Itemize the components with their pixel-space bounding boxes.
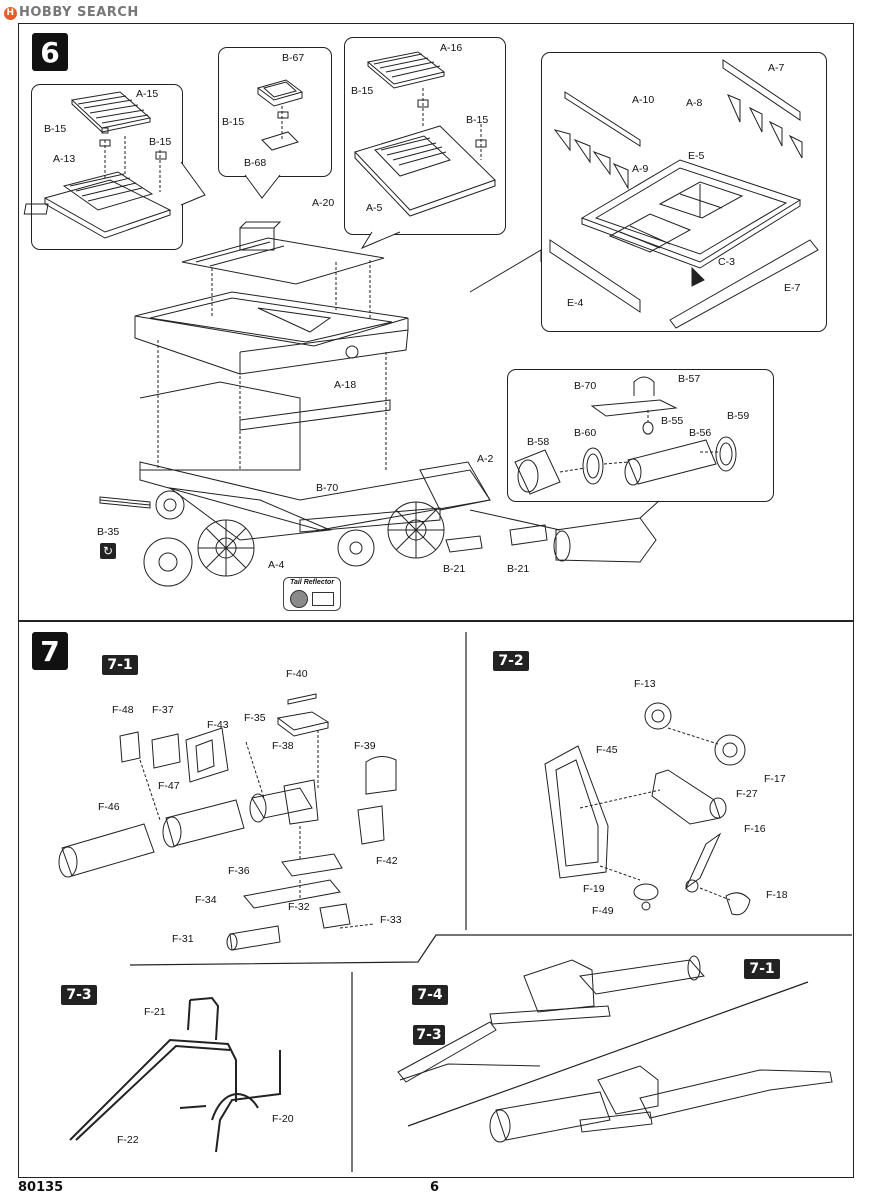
label-f-43: F-43 <box>207 719 229 731</box>
label-f-45: F-45 <box>596 744 618 756</box>
label-b-68: B-68 <box>244 157 267 169</box>
label-b-15-rear-right: B-15 <box>466 114 489 126</box>
label-a-13: A-13 <box>53 153 76 165</box>
sub-step-7-3-tag: 7-3 <box>61 985 97 1005</box>
paint-icon <box>312 592 334 606</box>
label-f-34: F-34 <box>195 894 217 906</box>
page-number: 6 <box>430 1180 440 1195</box>
label-e-5: E-5 <box>688 150 705 162</box>
tail-reflector-badge: Tail Reflector <box>283 577 341 611</box>
label-a-10: A-10 <box>632 94 655 106</box>
label-a-7: A-7 <box>768 62 785 74</box>
label-f-35: F-35 <box>244 712 266 724</box>
label-f-27: F-27 <box>736 788 758 800</box>
label-b-56: B-56 <box>689 427 712 439</box>
label-b-15-right: B-15 <box>149 136 172 148</box>
label-a-15: A-15 <box>136 88 159 100</box>
label-a-5: A-5 <box>366 202 383 214</box>
label-b-15-small: B-15 <box>222 116 245 128</box>
label-f-17: F-17 <box>764 773 786 785</box>
label-b-55: B-55 <box>661 415 684 427</box>
detail-bubble-front-hatch <box>31 84 183 250</box>
label-f-19: F-19 <box>583 883 605 895</box>
label-b-15-rear-left: B-15 <box>351 85 374 97</box>
label-f-18: F-18 <box>766 889 788 901</box>
label-f-40: F-40 <box>286 668 308 680</box>
label-f-42: F-42 <box>376 855 398 867</box>
label-a-16: A-16 <box>440 42 463 54</box>
ref-7-3-tag: 7-3 <box>413 1025 445 1045</box>
label-b-59: B-59 <box>727 410 750 422</box>
kit-number: 80135 <box>18 1180 64 1195</box>
detail-bubble-hatch-small <box>218 47 332 177</box>
label-f-21: F-21 <box>144 1006 166 1018</box>
label-a-9: A-9 <box>632 163 649 175</box>
sub-step-7-2-tag: 7-2 <box>493 651 529 671</box>
label-a-20: A-20 <box>312 197 335 209</box>
label-b-67: B-67 <box>282 52 305 64</box>
label-f-36: F-36 <box>228 865 250 877</box>
label-f-31: F-31 <box>172 933 194 945</box>
step-6-number: 6 <box>32 33 68 71</box>
step-6-panel <box>18 23 854 622</box>
sub-step-7-1-tag: 7-1 <box>102 655 138 675</box>
label-e-7: E-7 <box>784 282 801 294</box>
label-b-15-left: B-15 <box>44 123 67 135</box>
label-b-35: B-35 <box>97 526 120 538</box>
label-f-49: F-49 <box>592 905 614 917</box>
label-b-57: B-57 <box>678 373 701 385</box>
ref-7-1-tag: 7-1 <box>744 959 780 979</box>
rotate-icon: ↻ <box>100 543 116 559</box>
label-a-2: A-2 <box>477 453 494 465</box>
label-f-46: F-46 <box>98 801 120 813</box>
label-f-20: F-20 <box>272 1113 294 1125</box>
label-b-60: B-60 <box>574 427 597 439</box>
label-f-13: F-13 <box>634 678 656 690</box>
step-7-panel <box>18 620 854 1178</box>
tail-reflector-swatch <box>290 590 308 608</box>
label-a-4: A-4 <box>268 559 285 571</box>
label-b-21-right: B-21 <box>507 563 530 575</box>
label-b-58: B-58 <box>527 436 550 448</box>
label-f-47: F-47 <box>158 780 180 792</box>
label-e-4: E-4 <box>567 297 584 309</box>
label-f-16: F-16 <box>744 823 766 835</box>
label-b-70-exhaust: B-70 <box>574 380 597 392</box>
label-f-33: F-33 <box>380 914 402 926</box>
step-7-number: 7 <box>32 632 68 670</box>
label-a-18: A-18 <box>334 379 357 391</box>
label-f-39: F-39 <box>354 740 376 752</box>
sub-step-7-4-tag: 7-4 <box>412 985 448 1005</box>
label-c-3: C-3 <box>718 256 735 268</box>
label-b-70-chassis: B-70 <box>316 482 339 494</box>
label-f-37: F-37 <box>152 704 174 716</box>
label-b-21-left: B-21 <box>443 563 466 575</box>
label-f-48: F-48 <box>112 704 134 716</box>
label-a-8: A-8 <box>686 97 703 109</box>
label-f-22: F-22 <box>117 1134 139 1146</box>
label-f-32: F-32 <box>288 901 310 913</box>
label-f-38: F-38 <box>272 740 294 752</box>
